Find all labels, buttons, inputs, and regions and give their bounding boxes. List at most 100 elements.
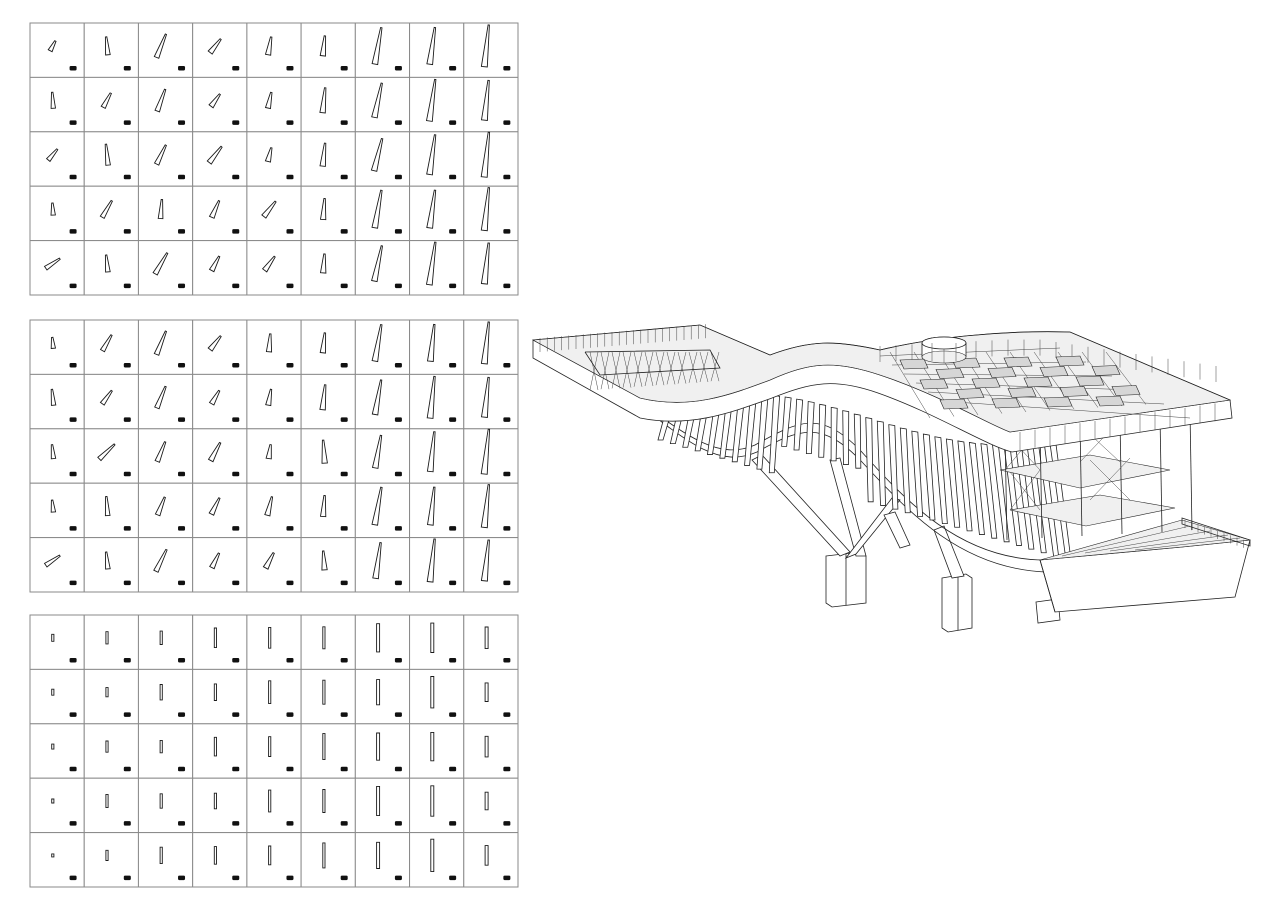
member-tag	[69, 362, 77, 368]
catalog-cell	[409, 240, 465, 296]
member-tag	[123, 417, 131, 422]
member-tag	[232, 766, 240, 772]
catalog-cell	[409, 185, 465, 242]
member-tag	[286, 120, 294, 125]
member-sketch	[105, 631, 109, 645]
member-sketch	[264, 147, 273, 163]
member-sketch	[206, 145, 223, 165]
catalog-cell	[29, 723, 85, 779]
catalog-cell	[354, 185, 411, 242]
member-tag	[178, 526, 186, 531]
catalog-cell	[300, 22, 356, 78]
catalog-cell	[246, 832, 302, 888]
member-tag	[449, 174, 457, 180]
member-sketch	[480, 131, 491, 178]
catalog-top	[29, 22, 519, 296]
member-tag	[286, 229, 294, 234]
catalog-cell	[246, 537, 302, 593]
member-sketch	[213, 736, 217, 757]
solar-panel-grid	[879, 347, 1191, 419]
member-tag	[394, 471, 402, 477]
catalog-cell	[83, 428, 139, 484]
member-sketch	[376, 785, 381, 817]
member-sketch	[105, 687, 109, 698]
member-tag	[69, 65, 77, 71]
member-sketch	[376, 841, 381, 869]
member-tag	[123, 229, 131, 234]
member-tag	[123, 580, 131, 586]
catalog-cell	[300, 185, 356, 242]
catalog-cell	[137, 373, 194, 430]
member-tag	[286, 657, 294, 663]
catalog-cell	[300, 319, 356, 375]
catalog-cell	[192, 131, 248, 187]
catalog-cell	[137, 76, 194, 133]
catalog-cell	[192, 22, 248, 78]
member-sketch	[426, 538, 436, 583]
member-sketch	[51, 798, 55, 804]
member-sketch	[430, 785, 435, 817]
member-tag	[178, 417, 186, 422]
catalog-cell	[246, 240, 302, 296]
catalog-cell	[246, 373, 302, 430]
member-sketch	[50, 388, 57, 406]
catalog-cell	[29, 777, 85, 834]
catalog-cell	[354, 482, 411, 539]
catalog-cell	[354, 537, 411, 593]
catalog-cell	[300, 614, 356, 670]
catalog-cell	[463, 240, 519, 296]
member-tag	[286, 65, 294, 71]
catalog-cell	[246, 428, 302, 484]
catalog-cell	[300, 537, 356, 593]
member-tag	[232, 174, 240, 180]
catalog-cell	[29, 319, 85, 375]
member-tag	[394, 174, 402, 180]
member-tag	[340, 362, 348, 368]
catalog-cell	[29, 614, 85, 670]
fin-column	[865, 417, 874, 503]
catalog-cell	[192, 185, 248, 242]
member-tag	[394, 229, 402, 234]
catalog-cell	[29, 373, 85, 430]
member-tag	[340, 471, 348, 477]
axonometric-building	[531, 324, 1251, 633]
member-sketch	[99, 389, 113, 406]
member-tag	[123, 120, 131, 125]
catalog-cell	[83, 668, 139, 725]
member-sketch	[159, 630, 163, 645]
catalog-cell	[463, 319, 519, 375]
catalog-cell	[409, 131, 465, 187]
member-tag	[449, 875, 457, 881]
member-sketch	[484, 845, 489, 866]
member-tag	[394, 821, 402, 826]
member-sketch	[370, 137, 384, 172]
fin-column	[853, 413, 862, 469]
catalog-cell	[463, 22, 519, 78]
member-tag	[286, 362, 294, 368]
member-tag	[503, 362, 511, 368]
member-tag	[232, 580, 240, 586]
catalog-cell	[463, 537, 519, 593]
catalog-cell	[409, 668, 465, 725]
member-tag	[232, 526, 240, 531]
catalog-cell	[354, 723, 411, 779]
fin-column	[818, 403, 827, 458]
member-sketch	[426, 189, 437, 229]
catalog-cell	[137, 428, 194, 484]
member-tag	[340, 766, 348, 772]
member-tag	[286, 766, 294, 772]
member-sketch	[430, 838, 435, 873]
member-tag	[123, 471, 131, 477]
member-sketch	[430, 676, 435, 709]
catalog-cell	[83, 723, 139, 779]
member-tag	[232, 471, 240, 477]
catalog-cell	[463, 76, 519, 133]
member-tag	[340, 657, 348, 663]
member-tag	[394, 120, 402, 125]
catalog-cell	[192, 482, 248, 539]
member-tag	[449, 766, 457, 772]
member-sketch	[371, 323, 383, 363]
member-sketch	[50, 91, 57, 109]
catalog-cell	[29, 185, 85, 242]
member-sketch	[426, 431, 436, 473]
